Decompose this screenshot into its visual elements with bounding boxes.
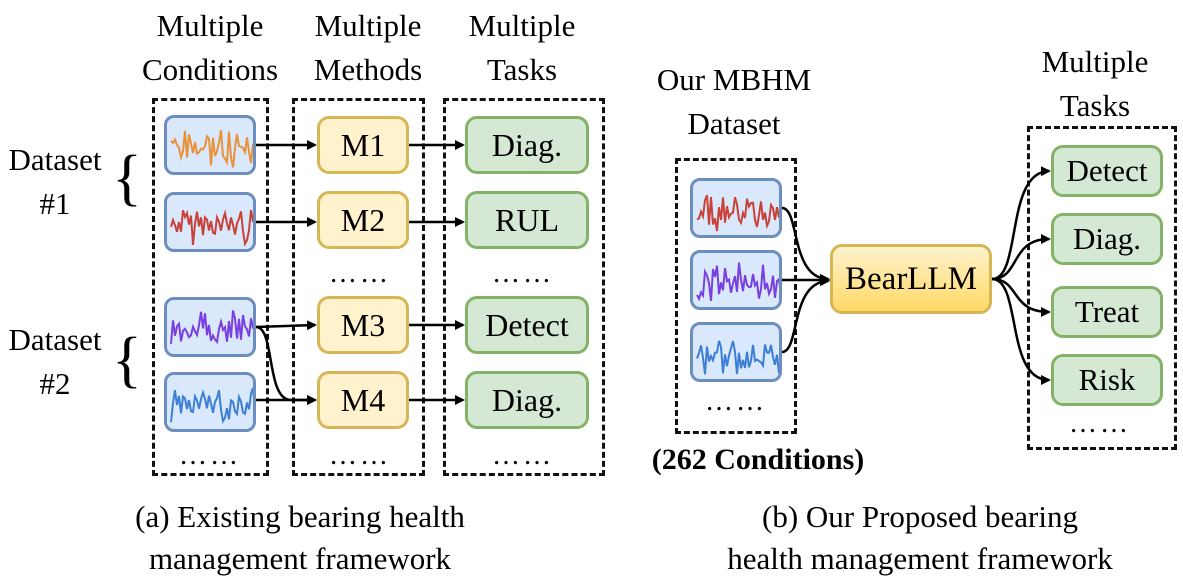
conditions-group [152, 98, 269, 476]
waveform [170, 310, 253, 345]
tasks-b-header: Multiple Tasks [1010, 40, 1180, 128]
caption-a-line2: management framework [148, 541, 452, 576]
caption-a-line1: (a) Existing bearing health [135, 499, 465, 534]
tasks-b-header-line1: Multiple [1041, 44, 1149, 79]
waveform-line [696, 262, 779, 302]
signal-box [164, 192, 256, 252]
conditions-ellipsis: …… [179, 440, 241, 471]
waveform [696, 340, 779, 375]
task-box-2: RUL [465, 191, 589, 249]
arrow-signal3-to-m4 [255, 325, 317, 405]
task-b-detect: Detect [1051, 145, 1163, 197]
tasks-b-group [1027, 126, 1177, 450]
header-methods-line1: Multiple [314, 8, 422, 43]
task-box-1: Diag. [465, 116, 589, 174]
waveform [170, 209, 253, 247]
tasks-ellipsis-bottom: …… [492, 440, 554, 471]
waveform-line [696, 194, 779, 232]
arrow-sig1-to-bearllm [781, 206, 830, 284]
task-b-risk: Risk [1051, 354, 1163, 406]
header-tasks: Multiple Tasks [442, 4, 602, 92]
dataset-1-brace: { [112, 144, 142, 212]
waveform-line [170, 130, 253, 168]
header-conditions-line2: Conditions [141, 52, 279, 87]
task-box-4: Diag. [465, 371, 589, 429]
method-box-3: M3 [317, 296, 409, 354]
header-conditions: Multiple Conditions [130, 4, 290, 92]
mbhm-ellipsis: …… [705, 386, 767, 417]
dataset-2-line2: #2 [39, 366, 71, 401]
methods-ellipsis: …… [329, 258, 391, 289]
waveform-line [170, 387, 253, 425]
method-box-4: M4 [317, 371, 409, 429]
task-box-3: Detect [465, 296, 589, 354]
signal-box [164, 372, 256, 432]
conditions-note: (262 Conditions) [651, 443, 865, 476]
caption-b-line2: health management framework [727, 541, 1113, 576]
header-tasks-line1: Multiple [468, 8, 576, 43]
task-b-treat: Treat [1051, 286, 1163, 338]
dataset-title-line2: Dataset [687, 106, 781, 141]
waveform-line [170, 310, 253, 345]
arrow-bearllm-to-detect [991, 166, 1051, 281]
dataset-1-line1: Dataset [8, 142, 102, 177]
waveform-line [170, 209, 253, 247]
dataset-1-label: Dataset #1 [0, 138, 110, 226]
method-box-1: M1 [317, 116, 409, 174]
waveform [696, 194, 779, 232]
tasks-b-header-line2: Tasks [1059, 88, 1131, 123]
tasks-ellipsis: …… [492, 258, 554, 289]
waveform [696, 262, 779, 302]
method-box-2: M2 [317, 191, 409, 249]
header-conditions-line1: Multiple [156, 8, 264, 43]
arrow-sig3-to-bearllm [781, 276, 830, 354]
dataset-title-line1: Our MBHM [656, 62, 812, 97]
signal-box [690, 322, 782, 382]
dataset-2-label: Dataset #2 [0, 318, 110, 406]
signal-box [164, 297, 256, 357]
header-methods-line2: Methods [313, 52, 423, 87]
arrow-signal3-to-m3 [255, 320, 317, 331]
header-methods: Multiple Methods [288, 4, 448, 92]
arrow-bearllm-to-treat [991, 277, 1051, 317]
methods-ellipsis-bottom: …… [329, 440, 391, 471]
tasks-b-ellipsis: …… [1069, 408, 1131, 439]
mbhm-dataset-group [675, 158, 797, 434]
caption-b: (b) Our Proposed bearing health manageme… [660, 496, 1180, 580]
arrow-bearllm-to-risk [991, 277, 1051, 385]
dataset-title: Our MBHM Dataset [624, 58, 844, 146]
signal-box [690, 250, 782, 310]
dataset-2-brace: { [112, 326, 142, 394]
signal-box [690, 178, 782, 238]
waveform [170, 387, 253, 425]
waveform [170, 130, 253, 168]
waveform-line [696, 340, 779, 375]
tasks-group [443, 98, 605, 476]
caption-b-line1: (b) Our Proposed bearing [762, 499, 1078, 534]
dataset-1-line2: #1 [39, 186, 71, 221]
signal-box [164, 115, 256, 175]
caption-a: (a) Existing bearing health management f… [70, 496, 530, 580]
methods-group [292, 98, 425, 476]
task-b-diag: Diag. [1051, 213, 1163, 265]
dataset-2-line1: Dataset [8, 322, 102, 357]
header-tasks-line2: Tasks [486, 52, 558, 87]
arrow-bearllm-to-diag [991, 234, 1051, 281]
bearllm-box: BearLLM [830, 244, 992, 314]
